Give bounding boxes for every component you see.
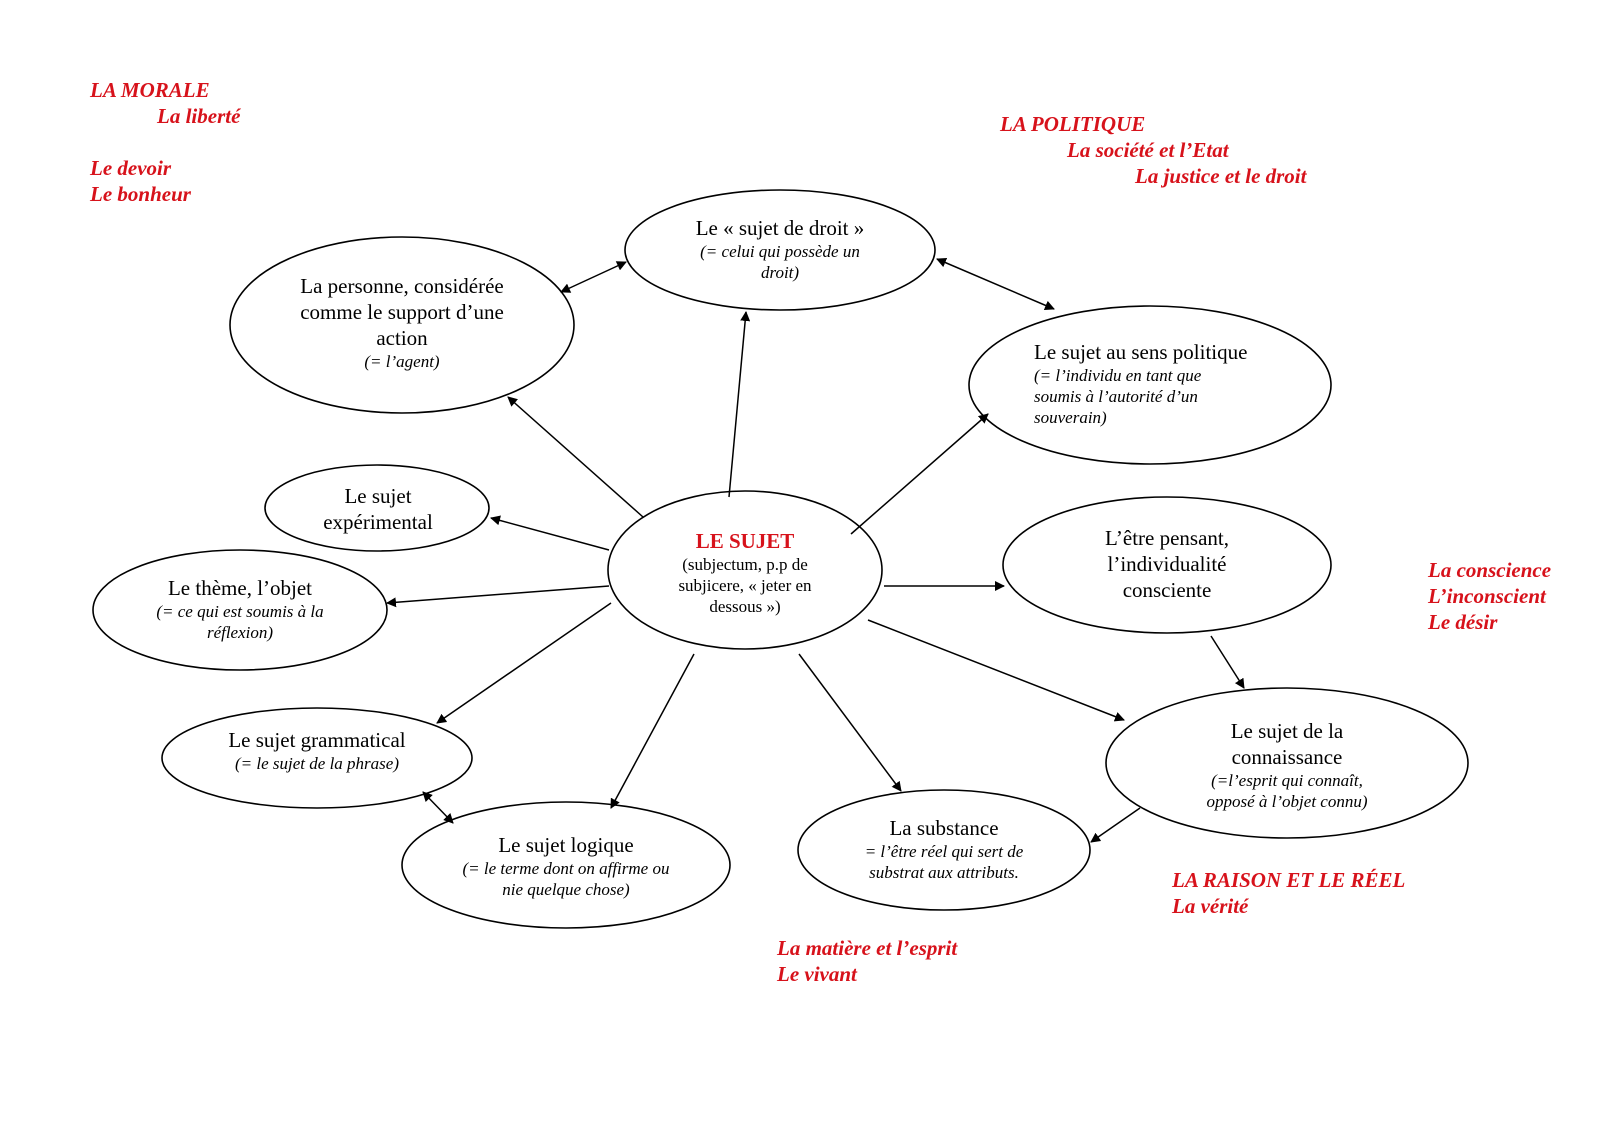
node-connaissance: Le sujet de la connaissance (=l’esprit q… bbox=[1167, 718, 1407, 812]
arrow-center-experimental bbox=[490, 515, 610, 551]
node-grammatical: Le sujet grammatical (= le sujet de la p… bbox=[182, 727, 452, 774]
node-experimental-ellipse bbox=[264, 464, 490, 552]
node-droit-title: Le « sujet de droit » bbox=[695, 216, 865, 240]
group-morale-item: Le devoir bbox=[90, 156, 172, 180]
node-droit: Le « sujet de droit » (= celui qui possè… bbox=[682, 215, 878, 283]
group-morale-item: La liberté bbox=[157, 104, 241, 128]
node-droit-ellipse bbox=[624, 189, 936, 311]
arrow-center-personne bbox=[507, 396, 644, 518]
node-personne-title: La personne, considérée comme le support… bbox=[300, 274, 504, 350]
group-morale-title: LA MORALE bbox=[90, 78, 210, 102]
group-conscience-item: Le désir bbox=[1428, 610, 1498, 634]
node-center-subtitle: (subjectum, p.p de subjicere, « jeter en… bbox=[678, 555, 812, 616]
node-droit-subtitle: (= celui qui possède un droit) bbox=[700, 242, 860, 282]
node-connaissance-title: Le sujet de la connaissance bbox=[1230, 719, 1344, 769]
node-center: LE SUJET (subjectum, p.p de subjicere, «… bbox=[663, 528, 827, 617]
node-substance-subtitle: = l’être réel qui sert de substrat aux a… bbox=[864, 842, 1024, 882]
node-center-title: LE SUJET bbox=[695, 529, 795, 553]
node-substance-ellipse bbox=[797, 789, 1091, 911]
group-conscience-item: L’inconscient bbox=[1428, 584, 1546, 608]
node-pensant-ellipse bbox=[1002, 496, 1332, 634]
node-politique-title: Le sujet au sens politique bbox=[1034, 340, 1248, 364]
arrow-droit-personne bbox=[560, 261, 627, 293]
node-logique-ellipse bbox=[401, 801, 731, 929]
node-center-ellipse bbox=[607, 490, 883, 650]
node-grammatical-title: Le sujet grammatical bbox=[228, 728, 406, 752]
group-politique-title: LA POLITIQUE bbox=[1000, 112, 1146, 136]
arrow-droit-politique bbox=[936, 257, 1055, 311]
node-politique: Le sujet au sens politique (= l’individu… bbox=[1034, 339, 1280, 428]
arrow-center-grammatical bbox=[436, 602, 612, 724]
node-substance: La substance = l’être réel qui sert de s… bbox=[849, 815, 1039, 883]
node-logique: Le sujet logique (= le terme dont on aff… bbox=[451, 832, 681, 900]
node-personne-subtitle: (= l’agent) bbox=[364, 352, 440, 371]
arrow-center-logique bbox=[610, 653, 695, 809]
node-personne-ellipse bbox=[229, 236, 575, 414]
node-politique-subtitle: (= l’individu en tant que soumis à l’aut… bbox=[1034, 366, 1202, 427]
node-grammatical-ellipse bbox=[161, 707, 473, 809]
arrow-connaissance-substance bbox=[1090, 807, 1141, 843]
node-personne: La personne, considérée comme le support… bbox=[286, 273, 518, 372]
arrow-grammatical-logique bbox=[422, 791, 454, 824]
node-logique-title: Le sujet logique bbox=[498, 833, 634, 857]
node-theme-ellipse bbox=[92, 549, 388, 671]
group-morale-item: Le bonheur bbox=[90, 182, 191, 206]
group-politique-item: La société et l’Etat bbox=[1067, 138, 1229, 162]
node-grammatical-subtitle: (= le sujet de la phrase) bbox=[235, 754, 399, 773]
node-connaissance-ellipse bbox=[1105, 687, 1469, 839]
group-politique-item: La justice et le droit bbox=[1135, 164, 1307, 188]
arrow-center-connaissance bbox=[867, 619, 1125, 722]
group-conscience-item: La conscience bbox=[1428, 558, 1552, 582]
node-politique-ellipse bbox=[968, 305, 1332, 465]
arrow-center-politique bbox=[850, 413, 989, 535]
group-raison-item: La vérité bbox=[1172, 894, 1249, 918]
group-matiere-item: La matière et l’esprit bbox=[777, 936, 958, 960]
node-experimental: Le sujet expérimental bbox=[295, 483, 461, 535]
node-connaissance-subtitle: (=l’esprit qui connaît, opposé à l’objet… bbox=[1206, 771, 1368, 811]
arrow-pensant-connaissance bbox=[1210, 635, 1245, 689]
node-experimental-title: Le sujet expérimental bbox=[323, 484, 433, 534]
arrow-center-substance bbox=[798, 653, 902, 792]
node-theme-title: Le thème, l’objet bbox=[167, 576, 313, 600]
arrow-center-theme bbox=[386, 585, 610, 608]
node-pensant: L’être pensant, l’individualité conscien… bbox=[1067, 525, 1267, 603]
node-theme-subtitle: (= ce qui est soumis à la réflexion) bbox=[156, 602, 324, 642]
arrow-center-droit bbox=[728, 311, 751, 498]
group-raison-title: LA RAISON ET LE RÉEL bbox=[1172, 868, 1406, 892]
node-theme: Le thème, l’objet (= ce qui est soumis à… bbox=[140, 575, 340, 643]
group-matiere-item: Le vivant bbox=[777, 962, 857, 986]
node-logique-subtitle: (= le terme dont on affirme ou nie quelq… bbox=[462, 859, 670, 899]
node-pensant-title: L’être pensant, l’individualité conscien… bbox=[1104, 526, 1229, 602]
node-substance-title: La substance bbox=[889, 816, 999, 840]
